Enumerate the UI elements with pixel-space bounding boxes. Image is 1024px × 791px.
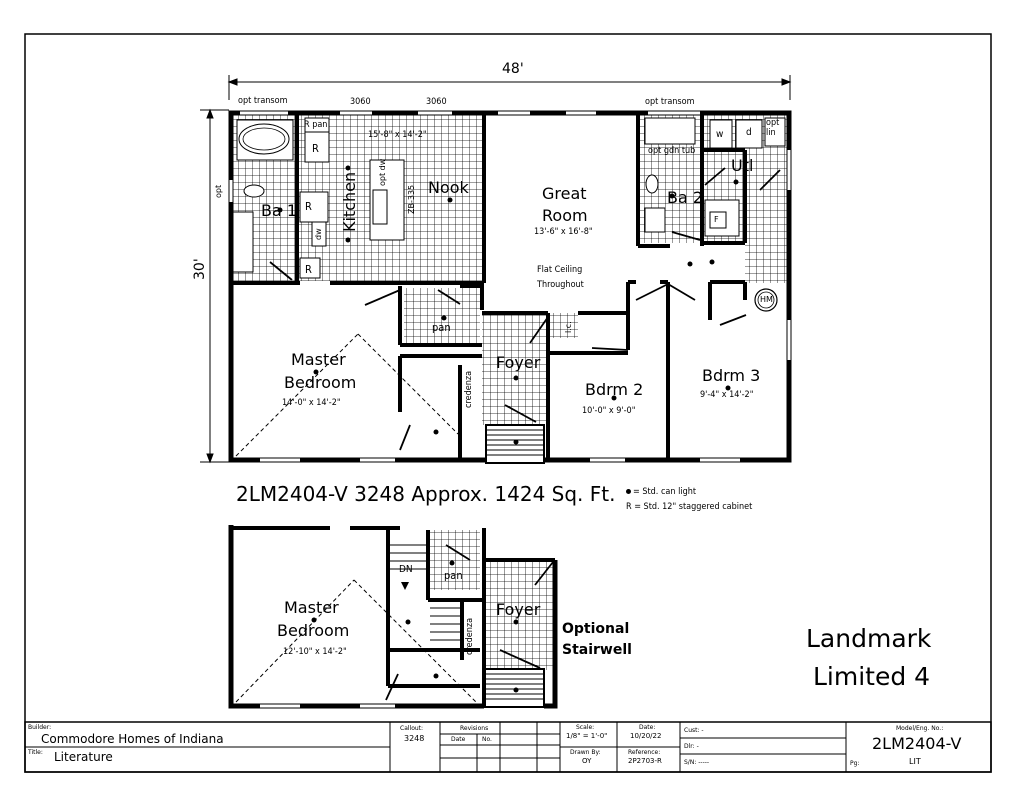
credenza-label: credenza [464, 370, 474, 408]
master-bedroom-label-2: Bedroom [284, 373, 357, 392]
depth-dimension: 30' [192, 258, 208, 280]
pantry-label: pan [432, 321, 451, 334]
optional-label: Optional [562, 621, 630, 637]
stair-down-label: DN [399, 564, 413, 575]
legend-cabinet: R = Std. 12" staggered cabinet [626, 502, 753, 512]
opt-lin-label: opt lin [766, 118, 780, 138]
customer-field: Cust: - [684, 727, 704, 734]
revision-no-caption: No. [482, 736, 492, 743]
builder-caption: Builder: [28, 724, 52, 731]
cabinet-r-label: R [305, 263, 312, 276]
dimension-lines [200, 75, 792, 464]
bdrm3-label: Bdrm 3 [702, 366, 761, 385]
title-caption: Title: [28, 749, 43, 756]
title-block [24, 721, 992, 773]
range-label: R [305, 200, 312, 213]
tile-area-pantry [404, 288, 480, 344]
kitchen-dimensions: 15'-8" x 14'-2" [368, 130, 427, 140]
scale-caption: Scale: [576, 724, 595, 731]
bdrm2-label: Bdrm 2 [585, 380, 644, 399]
plan-title: 2LM2404-V 3248 Approx. 1424 Sq. Ft. [236, 482, 616, 506]
great-room-dimensions: 13'-6" x 16'-8" [534, 227, 593, 237]
model-value: 2LM2404-V [872, 734, 962, 753]
main-floor-plan [228, 110, 792, 464]
optional-stairwell-plan [228, 525, 558, 709]
opt-transom-left-label: opt transom [238, 96, 288, 106]
window-callout-1: 3060 [350, 97, 371, 107]
callout-value: 3248 [404, 734, 425, 743]
builder-name: Commodore Homes of Indiana [41, 732, 224, 746]
model-caption: Model/Eng. No.: [896, 725, 944, 732]
refrigerator-label: R [312, 142, 319, 155]
flat-ceiling-label: Flat Ceiling [537, 265, 583, 275]
dw-label: dw [314, 228, 323, 240]
alt-master-bedroom-label: Master [284, 598, 339, 617]
furnace-label: F [714, 215, 719, 224]
opt-gdn-tub-label: opt gdn tub [648, 146, 696, 156]
front-steps [485, 424, 545, 464]
flat-ceiling-label-2: Throughout [537, 280, 584, 290]
page-caption: Pg: [850, 760, 860, 767]
alt-foyer-label: Foyer [496, 600, 541, 619]
dryer-label: d [746, 127, 752, 138]
drawn-by-value: OY [582, 757, 592, 765]
master-bedroom-dimensions: 14'-0" x 14'-2" [282, 398, 341, 408]
r-pan-label: R pan [304, 120, 328, 130]
bdrm3-dimensions: 9'-4" x 14'-2" [700, 390, 754, 400]
bdrm2-dimensions: 10'-0" x 9'-0" [582, 406, 636, 416]
alt-pantry-label: pan [444, 569, 463, 582]
width-dimension: 48' [502, 61, 524, 77]
brand-line-1: Landmark [806, 624, 932, 653]
dealer-field: Dlr: - [684, 743, 699, 750]
great-room-label-2: Room [542, 206, 588, 225]
revisions-caption: Revisions [460, 725, 489, 732]
ba2-label: Ba 2 [667, 188, 704, 207]
date-caption: Date: [639, 724, 656, 731]
kitchen-label: Kitchen [340, 171, 359, 232]
can-light-dot-icon [626, 489, 631, 494]
legend-can-light-text: = Std. can light [633, 487, 697, 497]
tile-area-hall [745, 243, 788, 283]
drawn-by-caption: Drawn By: [570, 749, 601, 756]
brand-line-2: Limited 4 [813, 662, 931, 691]
linen-closet-label: l.c. [564, 321, 573, 333]
foyer-label: Foyer [496, 353, 541, 372]
zb-label: ZB-335 [407, 184, 416, 214]
stairwell-label: Stairwell [562, 642, 632, 658]
reference-value: 2P2703-R [628, 757, 662, 765]
opt-transom-right-label: opt transom [645, 97, 695, 107]
title-value: Literature [54, 750, 113, 764]
window-callout-2: 3060 [426, 97, 447, 107]
tile-area-lc [548, 313, 578, 338]
ba1-label: Ba 1 [261, 201, 298, 220]
date-value: 10/20/22 [630, 732, 662, 740]
alt-master-bedroom-dimensions: 12'-10" x 14'-2" [283, 647, 347, 657]
opt-window-label: opt [214, 184, 223, 198]
opt-dw-label: opt dw [378, 158, 387, 186]
utl-label: Utl [731, 156, 754, 175]
serial-field: S/N: ----- [684, 759, 710, 766]
revision-date-caption: Date [451, 736, 466, 743]
washer-label: w [716, 129, 724, 140]
can-lights [277, 165, 739, 445]
great-room-label: Great [542, 184, 587, 203]
reference-caption: Reference: [628, 749, 661, 756]
hm-label: HM [760, 295, 773, 304]
nook-label: Nook [428, 178, 469, 197]
alt-credenza-label: credenza [465, 617, 475, 655]
callout-caption: Callout: [400, 725, 424, 732]
scale-value: 1/8" = 1'-0" [566, 732, 608, 740]
master-bedroom-label: Master [291, 350, 346, 369]
alt-master-bedroom-label-2: Bedroom [277, 621, 350, 640]
legend-can-light: = Std. can light [626, 488, 696, 497]
page-value: LIT [909, 757, 921, 766]
